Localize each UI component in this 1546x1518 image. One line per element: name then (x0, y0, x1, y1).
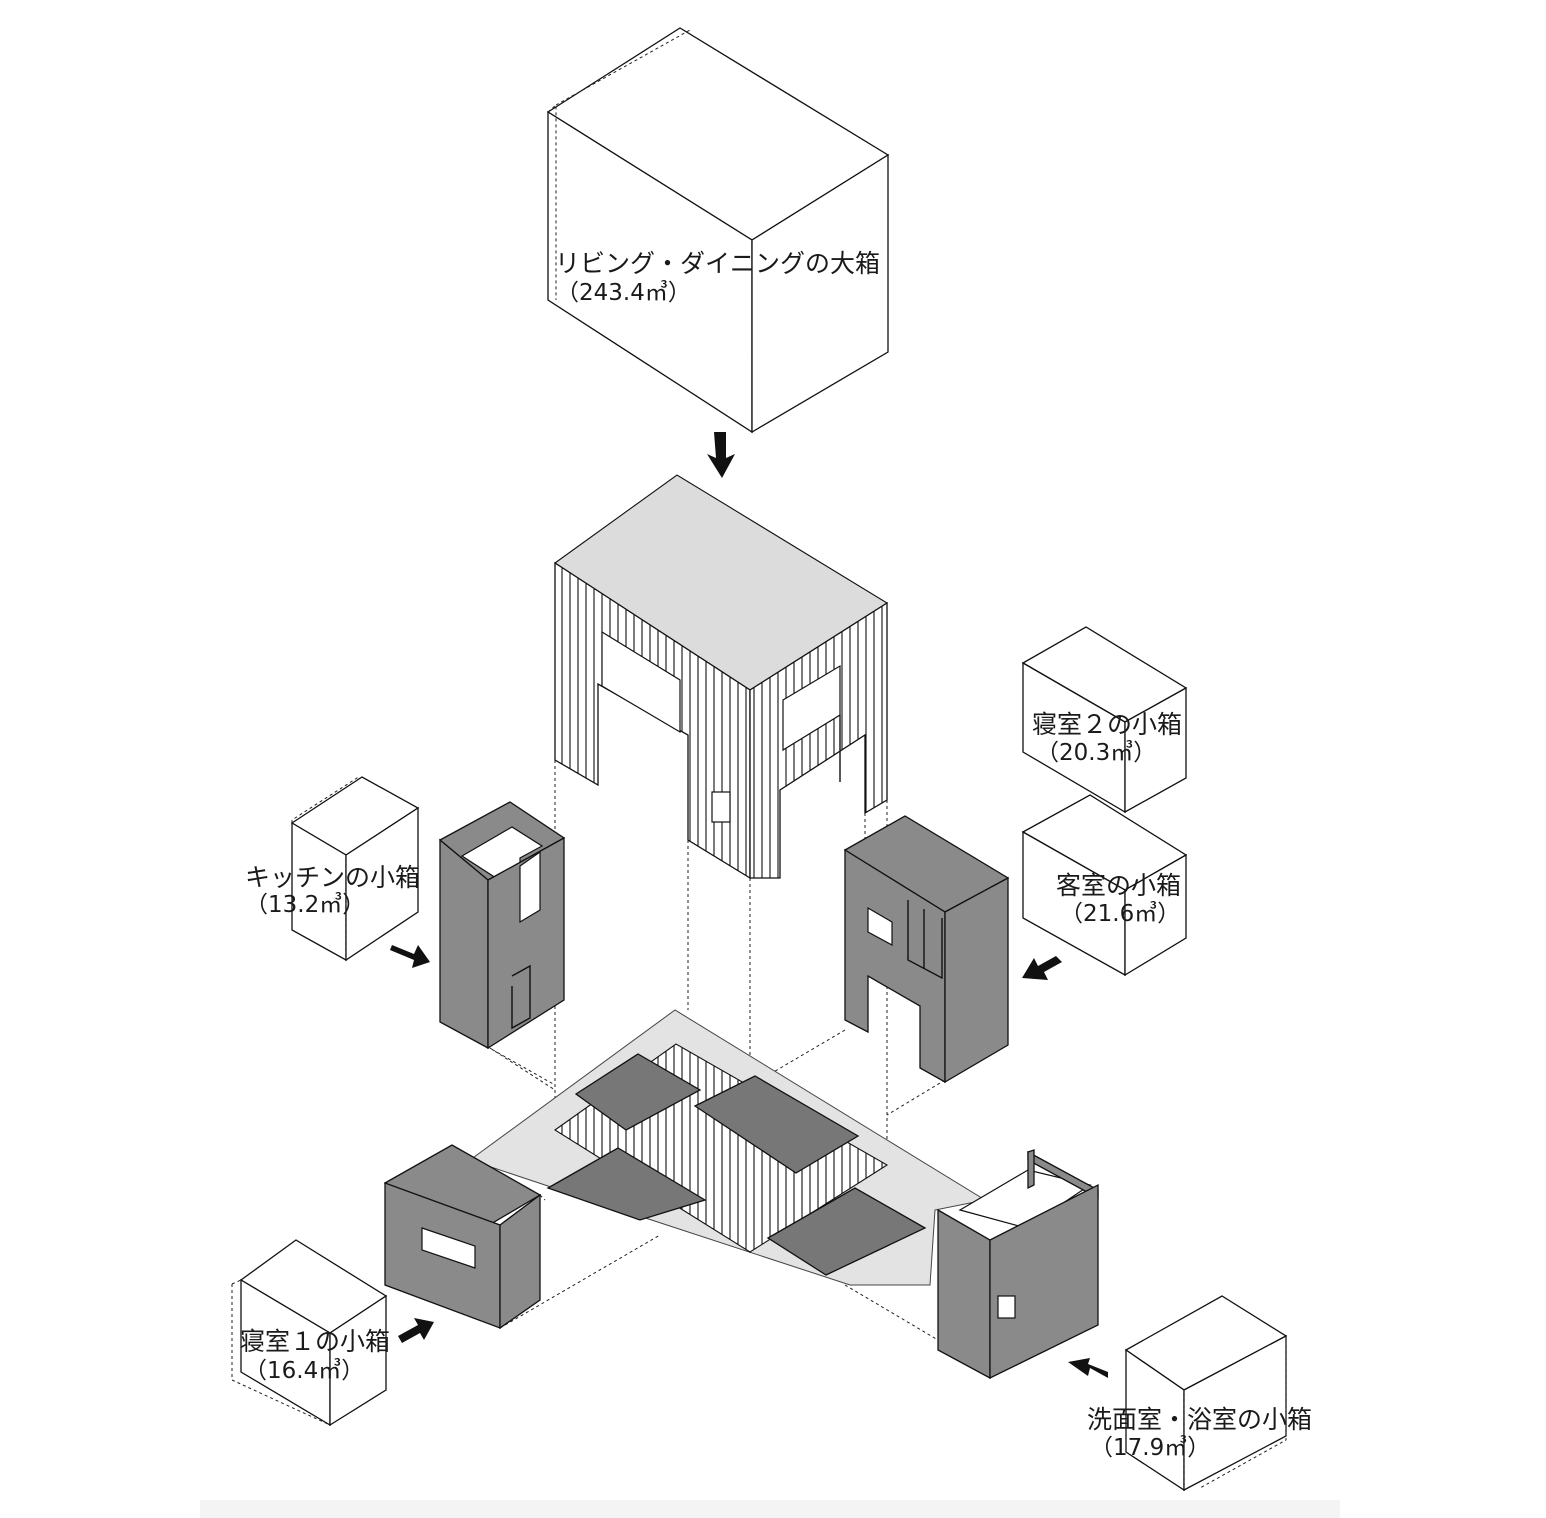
guest-room-dark-box (843, 815, 1010, 1084)
bedroom2-volume: （20.3㎥） (1036, 739, 1156, 766)
washroom-bath-white-box (1124, 1295, 1288, 1492)
arrow-up-left-icon (1068, 1358, 1108, 1378)
living-dining-volume: （243.4㎥） (556, 279, 691, 306)
arrow-up-right-icon (398, 1318, 434, 1343)
bottom-strip (200, 1500, 1340, 1518)
living-dining-box (546, 27, 890, 434)
bedroom1-label: 寝室１の小箱 (240, 1327, 390, 1356)
kitchen-white-box (290, 775, 420, 962)
kitchen-dark-box (438, 801, 566, 1050)
arrow-down-icon (707, 432, 735, 478)
bedroom1-volume: （16.4㎥） (244, 1357, 364, 1384)
floor-plan (468, 1009, 987, 1286)
arrow-left-icon (1022, 956, 1062, 980)
bedroom2-label: 寝室２の小箱 (1032, 710, 1182, 739)
living-dining-striped-volume (554, 474, 889, 880)
washroom-bath-label: 洗面室・浴室の小箱 (1087, 1405, 1312, 1434)
bedroom1-dark-box (383, 1144, 542, 1330)
washroom-bath-dark-box (937, 1149, 1099, 1380)
bedroom2-white-box (1021, 626, 1188, 814)
guest-room-volume: （21.6㎥） (1060, 900, 1180, 927)
arrow-right-icon (390, 945, 430, 968)
bedroom1-white-box (231, 1239, 388, 1427)
washroom-bath-volume: （17.9㎥） (1090, 1434, 1210, 1461)
kitchen-volume: （13.2㎥） (245, 891, 365, 918)
kitchen-label: キッチンの小箱 (245, 863, 420, 892)
guest-room-label: 客室の小箱 (1056, 871, 1181, 900)
guest-room-white-box (1021, 794, 1188, 977)
living-dining-label: リビング・ダイニングの大箱 (555, 249, 880, 278)
